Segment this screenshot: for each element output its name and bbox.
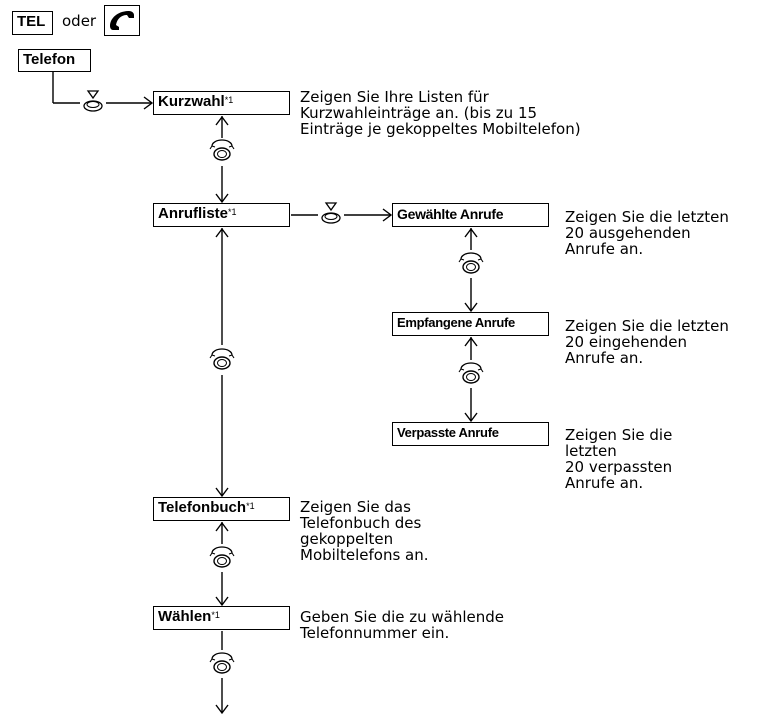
rotate-selector-icon [458, 362, 484, 384]
footnote-mark: *1 [246, 501, 255, 511]
desc-line: Zeigen Sie die letzten [565, 208, 729, 226]
node-empfangene-label: Empfangene Anrufe [397, 315, 515, 330]
desc-line: gekoppelten [300, 530, 394, 548]
node-waehlen: Wählen*1 [153, 606, 290, 630]
desc-line: Zeigen Sie die [565, 426, 673, 444]
node-waehlen-label: Wählen [158, 608, 212, 625]
oder-label: oder [62, 12, 97, 30]
phone-handset-icon [104, 5, 140, 36]
desc-waehlen: Geben Sie die zu wählende Telefonnummer … [300, 609, 504, 641]
desc-line: Telefonbuch des [300, 514, 422, 532]
desc-line: Zeigen Sie das [300, 498, 411, 516]
desc-kurzwahl: Zeigen Sie Ihre Listen für Kurzwahleintr… [300, 89, 581, 137]
rotate-selector-icon [209, 546, 235, 568]
desc-line: 20 ausgehenden [565, 224, 691, 242]
desc-line: Einträge je gekoppeltes Mobiltelefon) [300, 120, 581, 138]
rotate-selector-icon [209, 652, 235, 674]
desc-line: Anrufe an. [565, 240, 644, 258]
node-telefon-label: Telefon [23, 51, 76, 68]
rotate-selector-icon [458, 252, 484, 274]
node-verpasste-anrufe: Verpasste Anrufe [392, 422, 549, 446]
node-verpasste-label: Verpasste Anrufe [397, 425, 499, 440]
rotate-selector-icon [209, 348, 235, 370]
desc-telefonbuch: Zeigen Sie das Telefonbuch des gekoppelt… [300, 499, 429, 563]
node-kurzwahl: Kurzwahl*1 [153, 91, 290, 115]
press-selector-icon [83, 90, 103, 112]
node-empfangene-anrufe: Empfangene Anrufe [392, 312, 549, 336]
node-telefon: Telefon [18, 49, 91, 72]
desc-gewaehlte: Zeigen Sie die letzten 20 ausgehenden An… [565, 209, 729, 257]
press-selector-icon [321, 202, 341, 224]
desc-line: Mobiltelefons an. [300, 546, 429, 564]
footnote-mark: *1 [224, 95, 234, 105]
desc-line: Kurzwahleinträge an. (bis zu 15 [300, 104, 538, 122]
desc-line: Geben Sie die zu wählende [300, 608, 505, 626]
desc-line: Zeigen Sie die letzten [565, 317, 729, 335]
desc-line: Anrufe an. [565, 474, 644, 492]
desc-line: letzten [565, 442, 617, 460]
desc-line: Anrufe an. [565, 349, 644, 367]
tel-key: TEL [12, 11, 53, 35]
node-telefonbuch: Telefonbuch*1 [153, 497, 290, 521]
desc-line: Zeigen Sie Ihre Listen für [300, 88, 489, 106]
node-gewaehlte-label: Gewählte Anrufe [397, 206, 504, 222]
footnote-mark: *1 [228, 207, 237, 217]
footnote-mark: *1 [211, 610, 220, 620]
desc-line: 20 eingehenden [565, 333, 688, 351]
rotate-selector-icon [209, 139, 235, 161]
desc-line: 20 verpassten [565, 458, 673, 476]
node-telefonbuch-label: Telefonbuch [158, 499, 247, 516]
node-gewaehlte-anrufe: Gewählte Anrufe [392, 203, 549, 227]
desc-verpasste: Zeigen Sie die letzten 20 verpassten Anr… [565, 427, 672, 491]
desc-line: Telefonnummer ein. [300, 624, 450, 642]
node-anrufliste: Anrufliste*1 [153, 203, 290, 227]
desc-empfangene: Zeigen Sie die letzten 20 eingehenden An… [565, 318, 729, 366]
node-kurzwahl-label: Kurzwahl [158, 93, 225, 110]
node-anrufliste-label: Anrufliste [158, 205, 229, 222]
